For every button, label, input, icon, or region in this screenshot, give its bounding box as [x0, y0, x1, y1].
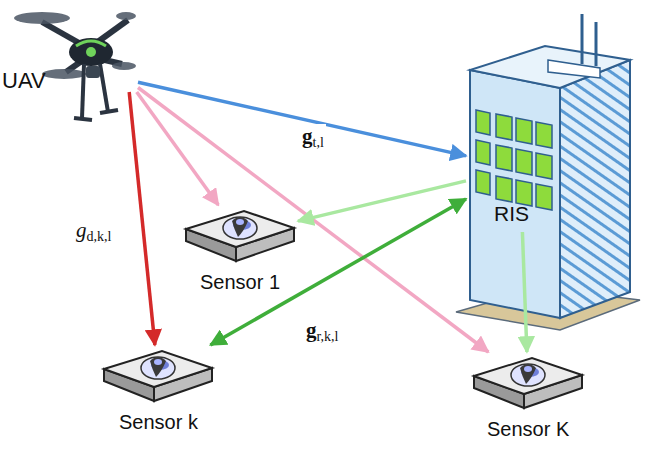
sensor-node: Sensor 1: [182, 205, 298, 296]
signal-link: [129, 92, 155, 345]
channel-label: gt,l: [300, 124, 326, 151]
node-label: RIS: [494, 202, 529, 226]
sensor-icon: [474, 358, 582, 408]
uav-drone: [14, 12, 136, 120]
node-label: Sensor k: [119, 411, 198, 434]
ris-building: [456, 14, 640, 330]
signal-link: [138, 88, 488, 353]
ris-node: RIS: [466, 104, 558, 232]
signal-link: [137, 92, 219, 205]
node-label: Sensor 1: [200, 271, 280, 294]
node-label: UAV: [2, 68, 46, 94]
channel-label: gr,k,l: [304, 318, 341, 345]
sensor-icon: [186, 211, 294, 261]
signal-link: [138, 82, 466, 156]
sensor-icon: [104, 351, 212, 401]
sensor-node: Sensor K: [470, 352, 586, 443]
channel-label: gd,k,l: [74, 218, 113, 245]
signal-link: [522, 232, 527, 352]
sensor-node: Sensor k: [100, 345, 216, 436]
node-label: Sensor K: [487, 418, 569, 441]
uav-node: UAV: [0, 0, 138, 92]
